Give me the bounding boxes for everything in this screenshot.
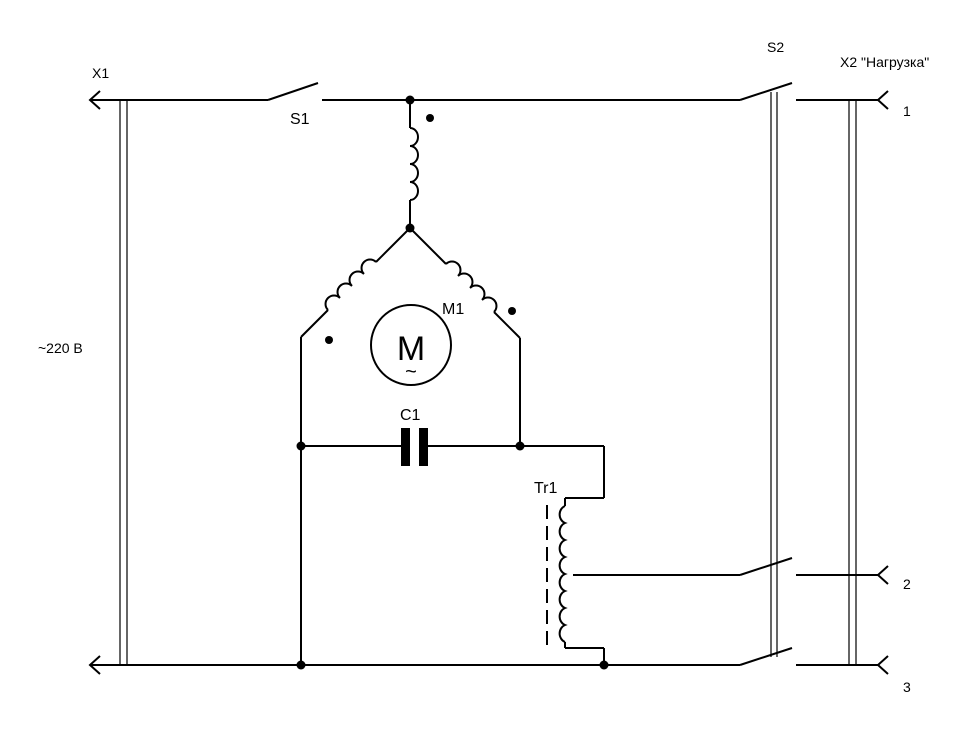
x1-connector bbox=[88, 90, 128, 675]
motor-top-winding bbox=[405, 95, 434, 233]
motor-m1: M ~ bbox=[370, 304, 452, 386]
s2-blade-2 bbox=[739, 557, 793, 576]
s1-switch-blade bbox=[267, 82, 319, 101]
s2-label: S2 bbox=[767, 39, 784, 55]
x1-label: X1 bbox=[92, 65, 109, 81]
coil-left bbox=[324, 258, 377, 311]
transformer-tr1 bbox=[296, 446, 740, 670]
coil-top bbox=[409, 127, 419, 201]
s2-blade-1 bbox=[739, 82, 793, 101]
motor-circle bbox=[370, 304, 452, 386]
polarity-dot bbox=[426, 114, 434, 122]
x2-terminal-2 bbox=[876, 565, 889, 585]
motor-right-winding bbox=[409, 227, 521, 446]
coil-transformer bbox=[558, 505, 568, 643]
m1-label: M1 bbox=[442, 301, 464, 318]
x2-terminal-3 bbox=[876, 655, 889, 675]
tr1-label: Tr1 bbox=[534, 480, 558, 497]
motor-symbol: M bbox=[397, 330, 425, 368]
voltage-label: ~220 В bbox=[38, 340, 83, 356]
pin-2-label: 2 bbox=[903, 576, 911, 592]
coil-right bbox=[445, 260, 498, 313]
output-wires bbox=[796, 99, 878, 666]
switch-s2 bbox=[739, 82, 793, 666]
s1-label: S1 bbox=[290, 111, 310, 128]
motor-tilde: ~ bbox=[405, 361, 417, 383]
x2-connector bbox=[848, 90, 889, 675]
pin-3-label: 3 bbox=[903, 679, 911, 695]
motor-left-winding bbox=[300, 227, 411, 665]
x2-label: X2 "Нагрузка" bbox=[840, 54, 929, 70]
c1-label: C1 bbox=[400, 407, 421, 424]
polarity-dot bbox=[508, 307, 516, 315]
pin-1-label: 1 bbox=[903, 103, 911, 119]
capacitor-plate-right bbox=[419, 428, 428, 466]
polarity-dot bbox=[325, 336, 333, 344]
capacitor-c1 bbox=[296, 428, 604, 466]
x2-terminal-1 bbox=[876, 90, 889, 110]
top-rail bbox=[90, 82, 740, 101]
capacitor-plate-left bbox=[401, 428, 410, 466]
s2-blade-3 bbox=[739, 647, 793, 666]
